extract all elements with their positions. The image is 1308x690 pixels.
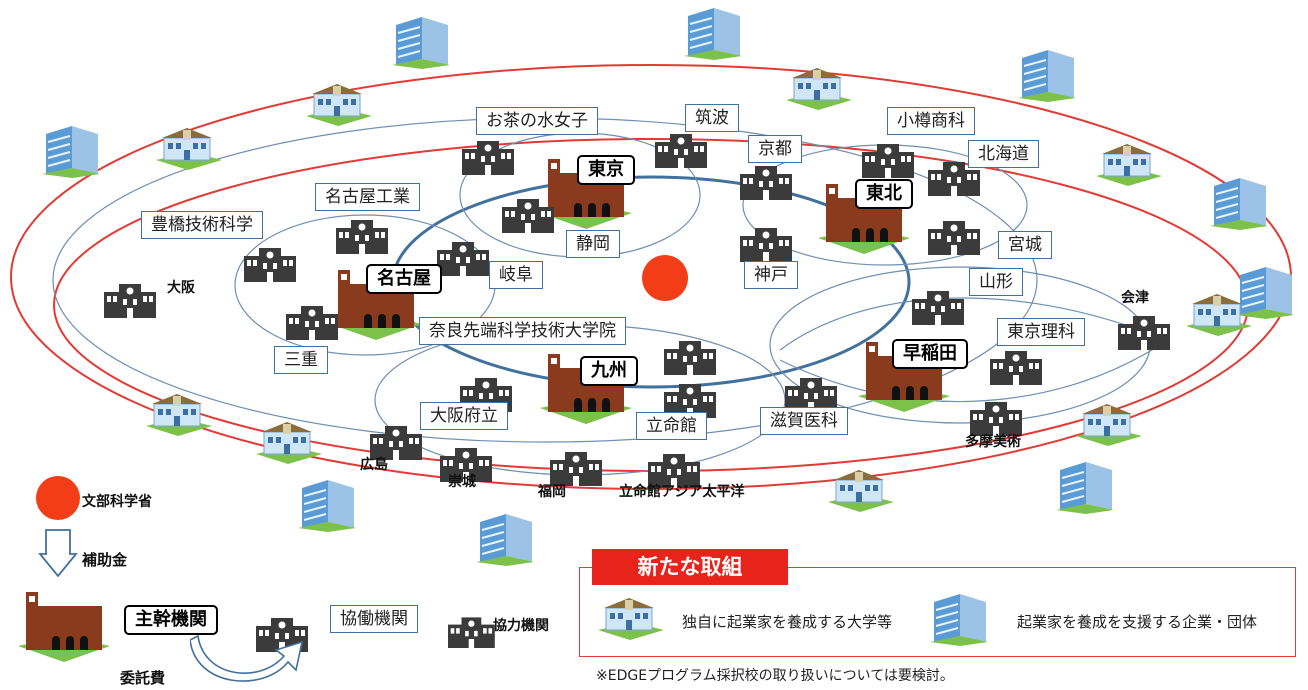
collaborating-university-icon bbox=[256, 612, 308, 652]
collaborating-university-icon bbox=[655, 128, 707, 168]
legend-lead: 主幹機関 bbox=[124, 605, 218, 635]
new-initiative-company-label: 起業家を養成を支援する企業・団体 bbox=[1017, 613, 1258, 631]
legend-ministry: 文部科学省 bbox=[82, 494, 152, 510]
company-office-building-icon bbox=[298, 478, 356, 532]
lead-university-building-icon bbox=[858, 330, 950, 412]
network-link-tama bbox=[779, 344, 1161, 403]
collaborating-university-icon bbox=[648, 448, 700, 488]
company-office-building-icon bbox=[1236, 265, 1294, 319]
collaborating-university-icon bbox=[336, 214, 388, 254]
entrepreneur-university-campus-icon bbox=[306, 80, 372, 126]
collaborating-university-icon bbox=[664, 378, 716, 418]
collaborating-university-icon bbox=[440, 442, 492, 482]
legend-subsidy: 補助金 bbox=[82, 551, 128, 569]
collab-shiga: 滋賀医科 bbox=[760, 407, 848, 435]
collaborating-university-icon bbox=[664, 335, 716, 375]
entrepreneur-university-campus-icon bbox=[598, 594, 664, 640]
collaborating-university-icon bbox=[970, 396, 1022, 436]
collaborating-university-icon bbox=[912, 285, 964, 325]
entrepreneur-university-campus-icon bbox=[1076, 400, 1142, 446]
collaborating-university-icon bbox=[448, 612, 495, 648]
company-office-building-icon bbox=[392, 15, 450, 69]
lead-kyushu: 九州 bbox=[580, 356, 638, 386]
collab-otaru: 小樽商科 bbox=[887, 107, 975, 135]
commission-arrow-icon bbox=[190, 634, 304, 682]
lead-tohoku: 東北 bbox=[855, 179, 913, 209]
company-office-building-icon bbox=[42, 124, 100, 178]
collab-kyoto: 京都 bbox=[748, 135, 802, 163]
coop-fukuoka: 福岡 bbox=[538, 484, 566, 500]
legend-coop: 協力機関 bbox=[493, 618, 549, 634]
collaborating-university-icon bbox=[462, 135, 514, 175]
legend-commission: 委託費 bbox=[120, 669, 166, 687]
collab-shizuoka: 静岡 bbox=[566, 230, 620, 258]
lead-university-building-icon bbox=[18, 580, 110, 662]
company-office-building-icon bbox=[1018, 48, 1076, 102]
collab-ritsumeikan: 立命館 bbox=[636, 412, 707, 440]
subsidy-arrow-icon bbox=[38, 529, 78, 578]
collab-ochanomizu: お茶の水女子 bbox=[476, 107, 598, 135]
coop-aizu: 会津 bbox=[1121, 290, 1149, 306]
collab-miyagi: 宮城 bbox=[998, 231, 1052, 259]
collab-nara: 奈良先端科学技術大学院 bbox=[419, 317, 626, 345]
coop-apu: 立命館アジア太平洋 bbox=[619, 484, 745, 500]
coop-osaka: 大阪 bbox=[167, 280, 195, 296]
lead-waseda: 早稲田 bbox=[892, 339, 968, 369]
legend-collab: 協働機関 bbox=[330, 605, 418, 633]
entrepreneur-university-campus-icon bbox=[828, 466, 894, 512]
collab-yamagata: 山形 bbox=[969, 268, 1023, 296]
collaborating-university-icon bbox=[990, 345, 1042, 385]
ministry-legend-dot bbox=[36, 476, 80, 520]
collab-nagoya-kogyo: 名古屋工業 bbox=[315, 183, 420, 211]
company-office-building-icon bbox=[476, 512, 534, 566]
entrepreneur-university-campus-icon bbox=[146, 390, 212, 436]
collaborating-university-icon bbox=[286, 300, 338, 340]
entrepreneur-university-campus-icon bbox=[256, 418, 322, 464]
entrepreneur-university-campus-icon bbox=[156, 124, 222, 170]
ministry-dot-center bbox=[642, 255, 688, 301]
collaborating-university-icon bbox=[502, 193, 554, 233]
collab-tokyo-rika: 東京理科 bbox=[997, 318, 1085, 346]
collaborating-university-icon bbox=[550, 446, 602, 486]
entrepreneur-university-campus-icon bbox=[1186, 290, 1252, 336]
new-initiative-university-label: 独自に起業家を養成する大学等 bbox=[682, 613, 893, 631]
footnote: ※EDGEプログラム採択校の取り扱いについては要検討。 bbox=[596, 668, 954, 684]
entrepreneur-university-campus-icon bbox=[786, 64, 852, 110]
collaborating-university-icon bbox=[862, 138, 914, 178]
company-office-building-icon bbox=[1210, 176, 1268, 230]
entrepreneur-university-campus-icon bbox=[1096, 140, 1162, 186]
collab-tsukuba: 筑波 bbox=[685, 104, 739, 132]
collab-hokkaido: 北海道 bbox=[968, 140, 1039, 168]
collaborating-university-icon bbox=[928, 215, 980, 255]
new-initiative-title: 新たな取組 bbox=[592, 549, 788, 585]
company-office-building-icon bbox=[1056, 460, 1114, 514]
coop-sojo: 崇城 bbox=[448, 474, 476, 490]
collaborating-university-icon bbox=[740, 222, 792, 262]
collaborating-university-icon bbox=[244, 242, 296, 282]
collaborating-university-icon bbox=[437, 236, 489, 276]
collaborating-university-icon bbox=[785, 372, 837, 412]
collaborating-university-icon bbox=[928, 156, 980, 196]
collaborating-university-icon bbox=[370, 420, 422, 460]
collaborating-university-icon bbox=[740, 160, 792, 200]
lead-university-building-icon bbox=[330, 258, 422, 340]
collaborating-university-icon bbox=[1118, 310, 1170, 350]
lead-tokyo: 東京 bbox=[577, 155, 635, 185]
coop-tama: 多摩美術 bbox=[965, 434, 1021, 450]
collab-mie: 三重 bbox=[274, 346, 328, 374]
company-office-building-icon bbox=[684, 6, 742, 60]
lead-nagoya: 名古屋 bbox=[366, 264, 442, 294]
company-office-building-icon bbox=[930, 592, 988, 646]
collab-gifu: 岐阜 bbox=[489, 261, 543, 289]
collab-kobe: 神戸 bbox=[744, 261, 798, 289]
collab-toyohashi: 豊橋技術科学 bbox=[141, 211, 263, 239]
coop-hiroshima: 広島 bbox=[360, 457, 388, 473]
collaborating-university-icon bbox=[104, 278, 156, 318]
collab-osaka-furitsu: 大阪府立 bbox=[420, 402, 508, 430]
new-initiative-box bbox=[579, 567, 1296, 657]
